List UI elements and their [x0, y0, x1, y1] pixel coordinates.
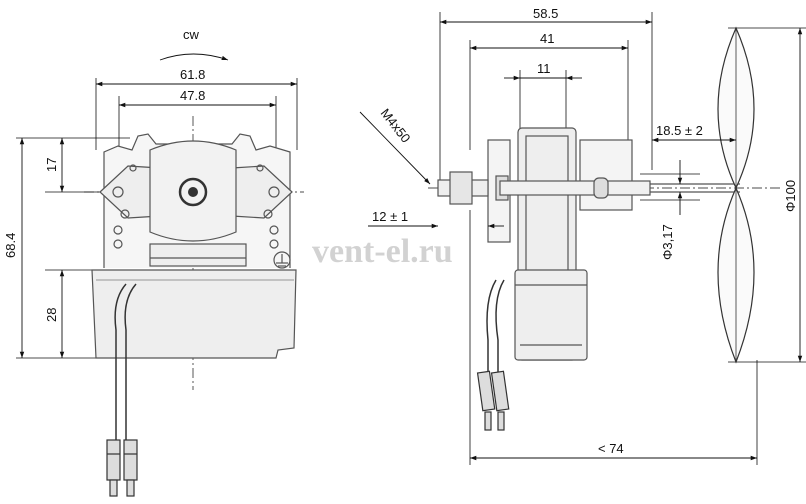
watermark: vent-el.ru — [312, 233, 453, 270]
dim-core-width: 11 — [537, 61, 551, 76]
dim-screw: M4x50 — [378, 106, 414, 146]
dim-length-core: 41 — [540, 31, 554, 46]
side-view — [428, 12, 806, 465]
dim-fan-diameter: Φ100 — [783, 180, 798, 212]
dim-shaft-diameter: Φ3,17 — [660, 224, 675, 260]
dim-length-outer: 58.5 — [533, 6, 558, 21]
dim-overall-length: < 74 — [598, 441, 624, 456]
dim-height-total: 68.4 — [3, 233, 18, 258]
rotation-label: cw — [183, 27, 200, 42]
dim-height-top: 17 — [44, 158, 59, 172]
dim-fan-offset: 18.5 ± 2 — [656, 123, 703, 138]
dim-width-inner: 47.8 — [180, 88, 205, 103]
dim-height-housing: 28 — [44, 308, 59, 322]
front-view — [16, 78, 304, 497]
front-dimensions — [19, 53, 297, 358]
dim-stud-length: 12 ± 1 — [372, 209, 408, 224]
dim-width-outer: 61.8 — [180, 67, 205, 82]
side-dimensions — [359, 19, 803, 461]
